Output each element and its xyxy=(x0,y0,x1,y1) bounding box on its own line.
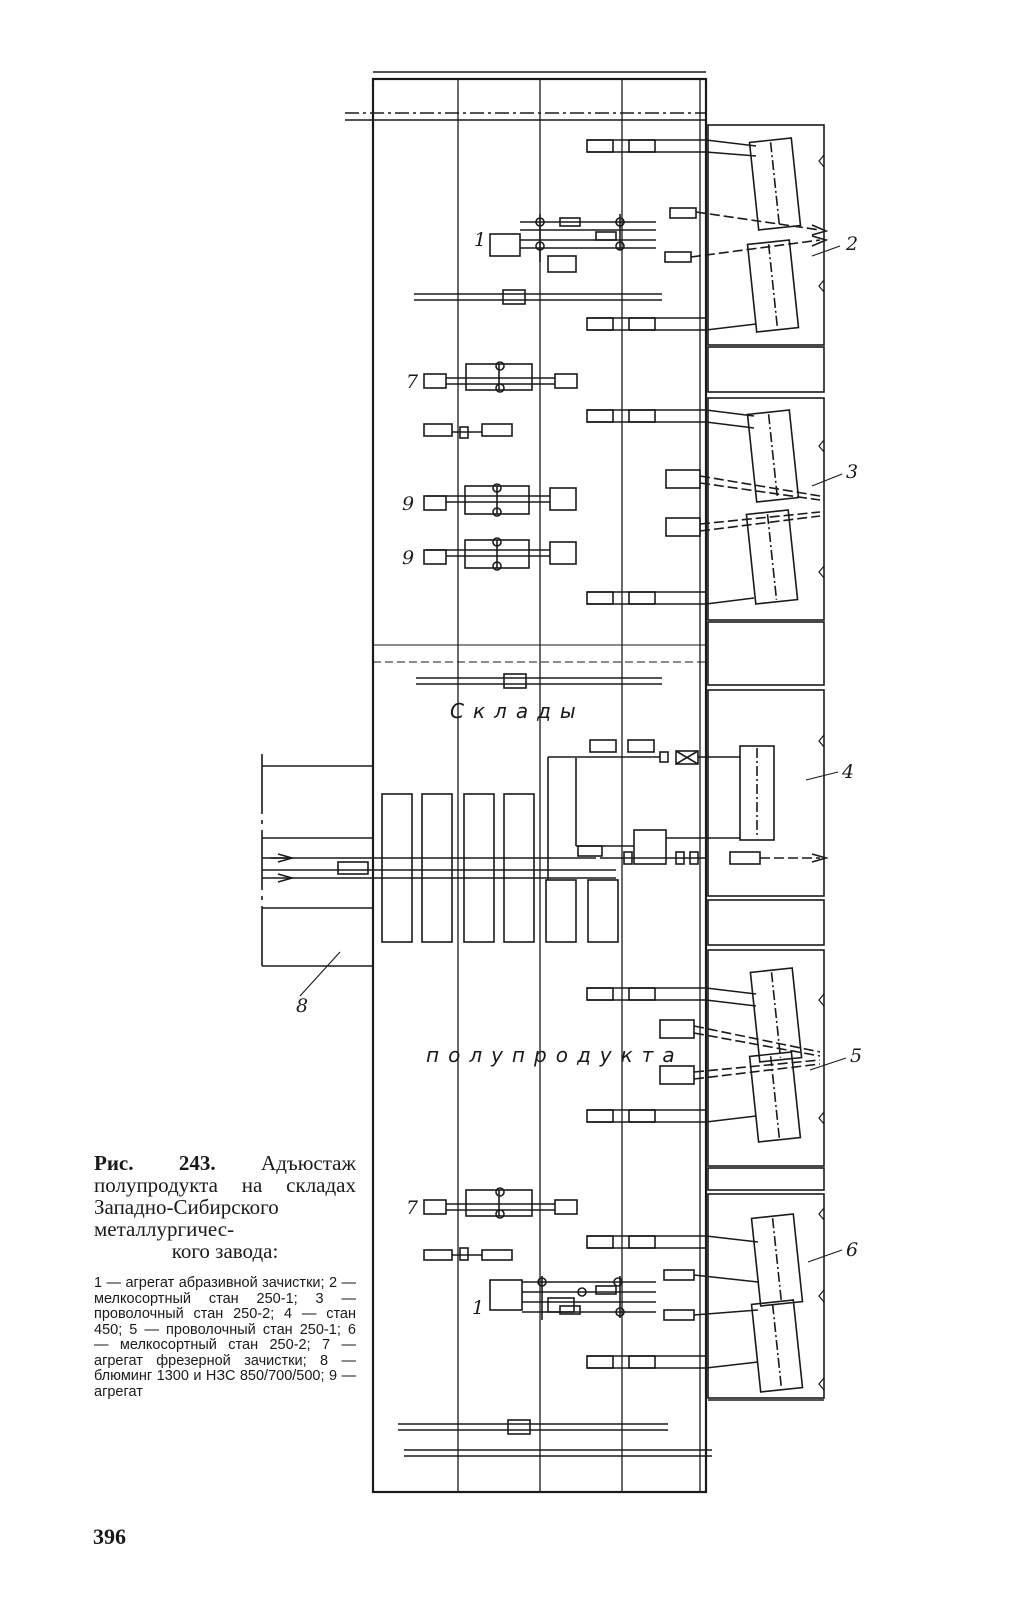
blooming-annex-8 xyxy=(261,754,373,967)
mill-group-6 xyxy=(586,1213,804,1393)
mill-group-3 xyxy=(586,409,821,605)
caption-title-tail: кого завода: xyxy=(171,1239,279,1263)
callout-9-bottom: 9 xyxy=(402,547,414,569)
callout-labels: 1 1 2 3 4 5 6 7 7 8 9 9 Склады полупроду… xyxy=(296,229,862,1319)
callout-1-bottom: 1 xyxy=(472,1297,484,1319)
callout-2: 2 xyxy=(845,233,858,255)
storage-stacks xyxy=(262,793,619,943)
leader-lines xyxy=(299,245,847,1263)
callout-7-top: 7 xyxy=(406,371,419,393)
cranes-tracks xyxy=(398,289,712,1457)
caption-title: Рис. 243. Адъюстаж полупродукта на склад… xyxy=(94,1152,356,1262)
callout-7-bottom: 7 xyxy=(406,1197,419,1219)
callout-9-top: 9 xyxy=(402,493,414,515)
main-hall xyxy=(345,71,708,1494)
page-number: 396 xyxy=(93,1524,126,1549)
mill-group-5 xyxy=(586,967,821,1143)
callout-1-top: 1 xyxy=(474,229,486,251)
callout-3: 3 xyxy=(846,461,858,483)
caption-label: Рис. 243. xyxy=(94,1151,216,1175)
hall-word-poluprodukta: полупродукта xyxy=(426,1043,684,1067)
milling-units-7 xyxy=(423,361,578,1261)
callout-5: 5 xyxy=(850,1045,862,1067)
callout-4: 4 xyxy=(841,761,854,783)
caption-legend: 1 — агрегат абразивной зачистки; 2 —мелк… xyxy=(94,1275,356,1400)
figure-caption: Рис. 243. Адъюстаж полупродукта на склад… xyxy=(94,1152,356,1400)
mill-group-4 xyxy=(547,739,829,880)
grinding-units-1 xyxy=(489,214,656,1320)
callout-6: 6 xyxy=(846,1239,858,1261)
callout-8: 8 xyxy=(296,995,308,1017)
mill-group-2 xyxy=(586,137,829,333)
caption-title-head: Адъюстаж полупродукта на складах Западно… xyxy=(94,1151,357,1241)
hall-word-sklady: Склады xyxy=(450,699,585,723)
right-bays xyxy=(707,124,825,1401)
units-9 xyxy=(423,483,577,571)
